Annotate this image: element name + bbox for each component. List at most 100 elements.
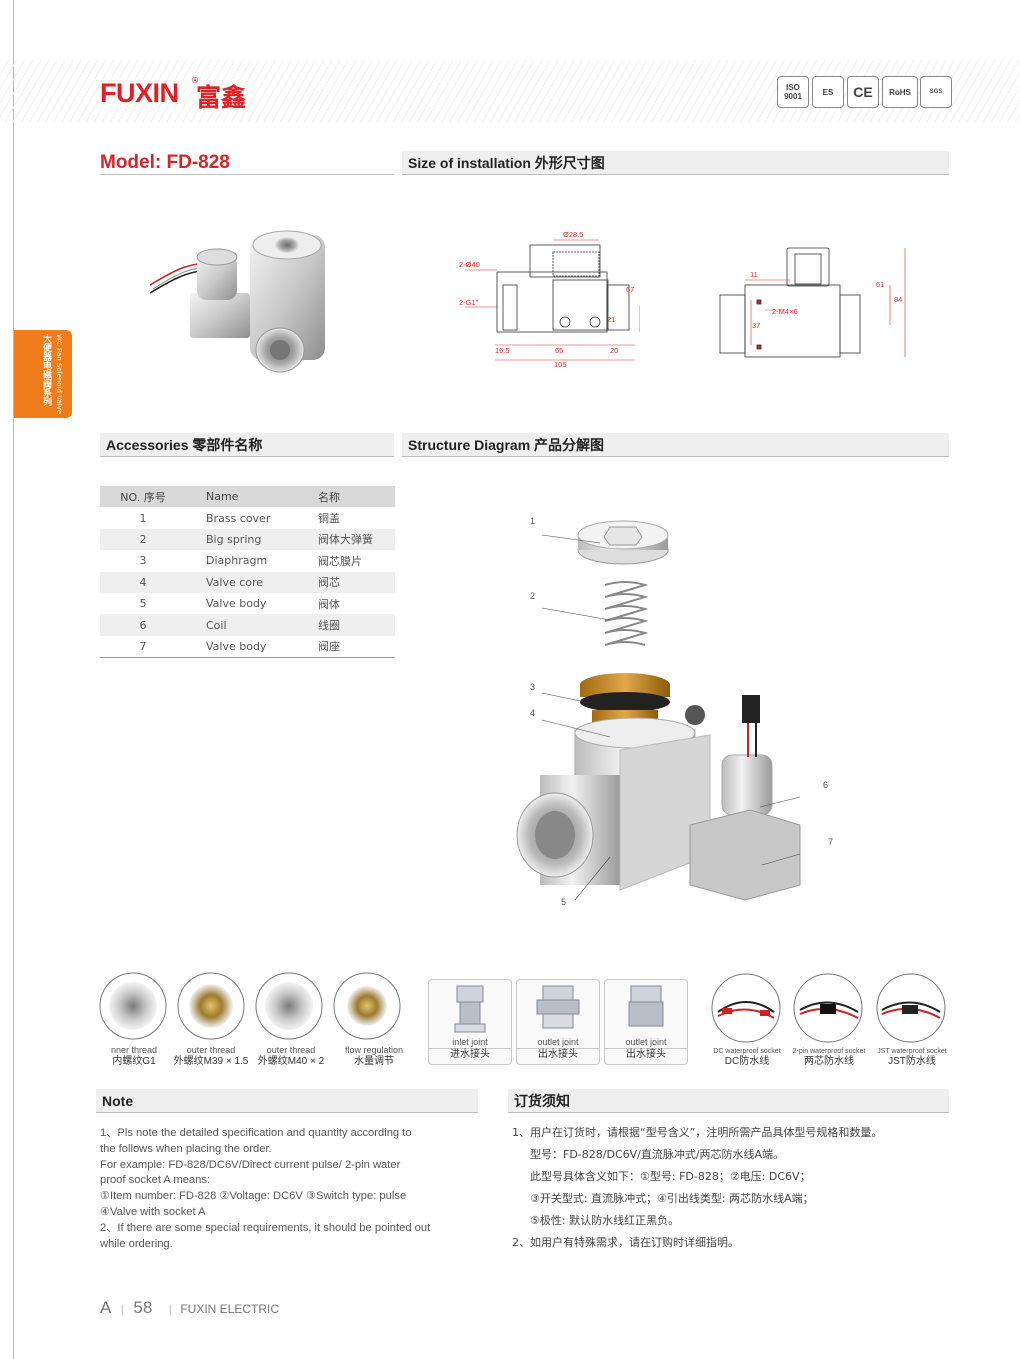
table-cell: Diaphragm [206, 554, 268, 568]
rohs-cert-icon: RoHS [882, 76, 918, 108]
table-row: 3 Diaphragm 阀芯膜片 [100, 550, 395, 571]
dim-label: Ø28.5 [563, 230, 583, 239]
table-row: 1 Brass cover 铜盖 [100, 507, 395, 528]
table-cell: Valve body [206, 597, 267, 611]
table-header-cell: NO. 序号 [100, 486, 186, 508]
table-row: 7 Valve body 阀座 [100, 635, 395, 659]
side-category-tab [14, 330, 72, 418]
joint-photo [454, 985, 486, 1033]
dim-label: 2-Ø40 [459, 260, 480, 269]
inlet-joint-card [428, 979, 512, 1065]
table-cell: 阀座 [318, 635, 395, 659]
footer-company: FUXIN ELECTRIC [180, 1302, 280, 1316]
table-cell: 阀体 [318, 597, 340, 611]
note-text: 1、Pls note the detailed specification an… [100, 1127, 431, 1250]
part-label: 1 [530, 516, 535, 526]
dim-label: 2-M4×6 [772, 307, 798, 316]
dim-label: 105 [554, 360, 567, 369]
table-cell: 线圈 [318, 614, 395, 636]
outlet-joint-card [516, 979, 600, 1065]
es-cert-icon: ES [812, 76, 844, 108]
table-header-cell: 名称 [318, 486, 395, 508]
table-row: 4 Valve core 阀芯 [100, 571, 395, 593]
page-footer: A | 58 | FUXIN ELECTRIC [100, 1298, 280, 1317]
exploded-view-diagram: 1 2 3 4 5 6 7 [516, 516, 833, 907]
table-cell: 4 [100, 571, 186, 593]
dim-label: 20 [610, 346, 618, 355]
table-cell: Coil [186, 614, 318, 636]
side-tab-label-en: WC Pan Solenoid Valve [55, 334, 63, 415]
table-cell: 铜盖 [318, 512, 340, 526]
table-header-cell: Name [186, 486, 318, 508]
joint-photo [628, 985, 664, 1027]
accessories-section-header: Accessories 零部件名称 [100, 433, 394, 457]
dim-label: 37 [752, 321, 760, 330]
model-title: Model: FD-828 [100, 151, 394, 175]
registered-mark: ® [191, 76, 199, 85]
part-label: 5 [561, 897, 566, 907]
table-cell: 5 [139, 597, 147, 611]
dim-label: 65 [555, 346, 563, 355]
side-dimension-drawing: 11 61 84 2-M4×6 37 [719, 247, 906, 358]
ce-cert-icon: CE [847, 76, 879, 108]
brand-logo: FUXIN [100, 78, 179, 108]
page-border-line [13, 0, 14, 1359]
product-photo [149, 230, 325, 373]
dim-label: 21 [607, 315, 615, 324]
table-header-row: NO. 序号 Name 名称 [100, 486, 395, 508]
part-label: 6 [823, 780, 828, 790]
brand-logo-cn: 富鑫 [196, 83, 247, 112]
table-cell: Big spring [186, 528, 318, 551]
dim-label: 2-G1" [459, 298, 479, 307]
dim-label: 16.5 [495, 346, 510, 355]
table-row: 2 Big spring 阀体大弹簧 [100, 528, 395, 551]
front-dimension-drawing: Ø28.5 2-Ø40 2-G1" 67 21 16.5 65 20 105 [459, 230, 640, 369]
table-cell: Valve body [186, 635, 318, 659]
table-cell: 2 [100, 528, 186, 551]
iso-cert-icon: ISO 9001 [777, 76, 809, 108]
part-label: 3 [530, 682, 535, 692]
footer-section-letter: A [100, 1298, 112, 1317]
part-label: 7 [828, 837, 833, 847]
accessories-table: NO. 序号 Name 名称 1 Brass cover 铜盖 2 Big sp… [100, 486, 395, 659]
page-number: 58 [133, 1298, 153, 1317]
sgs-cert-icon: SGS [920, 76, 952, 108]
socket-options-photos [711, 973, 946, 1043]
joint-photo [536, 985, 580, 1029]
order-text: 1、用户在订货时，请根据“型号含义”，注明所需产品具体型号规格和数量。 型号：F… [512, 1126, 883, 1249]
table-cell: 阀芯膜片 [318, 554, 362, 568]
table-cell: 3 [139, 554, 147, 568]
table-cell: 阀芯 [318, 571, 395, 593]
part-label: 2 [530, 591, 535, 601]
dim-label: 67 [626, 285, 634, 294]
table-row: 6 Coil 线圈 [100, 614, 395, 636]
outlet-joint-card [604, 979, 688, 1065]
part-label: 4 [530, 708, 535, 718]
table-cell: Valve core [186, 571, 318, 593]
structure-section-header: Structure Diagram 产品分解图 [402, 433, 949, 457]
dim-label: 61 [876, 280, 884, 289]
order-section-header: 订货须知 [508, 1089, 949, 1113]
table-cell: 6 [100, 614, 186, 636]
table-cell: 1 [139, 511, 147, 525]
dim-label: 84 [894, 295, 902, 304]
table-row: 5 Valve body 阀体 [100, 593, 395, 614]
table-cell: 阀体大弹簧 [318, 528, 395, 551]
table-cell: 7 [100, 635, 186, 659]
dim-label: 11 [750, 270, 758, 279]
size-section-header: Size of installation 外形尺寸图 [402, 151, 949, 175]
thread-options-photos [99, 972, 401, 1040]
note-section-header: Note [96, 1089, 478, 1113]
table-cell: Brass cover [206, 511, 271, 525]
side-tab-label-cn: 大便器电磁阀系列 [41, 334, 51, 406]
